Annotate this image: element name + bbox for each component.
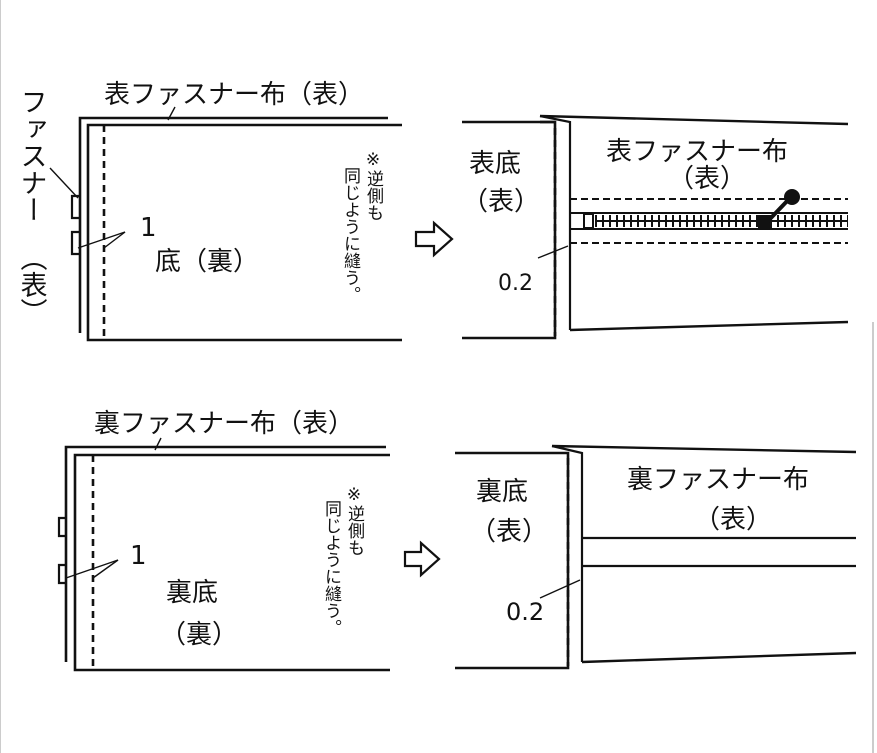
measure-label: 0.2 bbox=[506, 598, 544, 626]
side-label-front: （表） bbox=[16, 244, 48, 325]
panel-top-left: 表ファスナー布（表） 1 底 （裏） ※逆側も 同じように縫う。 ファスナー （… bbox=[16, 80, 402, 342]
step-arrow-bottom-icon bbox=[403, 540, 441, 578]
leader-seam-b bbox=[103, 231, 126, 249]
outer-label: 表ファスナー布（表） bbox=[104, 80, 364, 110]
leader-seam-a bbox=[65, 559, 119, 579]
zipper-fabric-bottom bbox=[581, 651, 857, 664]
bottom-side-label: （裏） bbox=[181, 247, 259, 277]
note-line-1: ※逆側も bbox=[344, 485, 365, 556]
bottom-label: 裏底 bbox=[476, 477, 528, 507]
bottom-side-label: （裏） bbox=[160, 620, 238, 650]
leader-measure bbox=[537, 245, 569, 259]
panel-top-right: 表底 （表） 表ファスナー布 （表） 0.2 bbox=[462, 114, 849, 340]
leader-seam-b bbox=[92, 559, 119, 579]
measure-label: 0.2 bbox=[498, 271, 533, 296]
bottom-fabric-edge bbox=[86, 123, 402, 342]
zipper-tab-upper bbox=[57, 516, 66, 538]
zipper-label: 裏ファスナー布 bbox=[627, 465, 809, 495]
panel-bottom-left: 裏ファスナー布（表） 1 裏底 （裏） ※逆側も 同じように縫う。 bbox=[57, 409, 390, 672]
zipper-label: 表ファスナー布 bbox=[606, 137, 788, 167]
step-arrow-top-icon bbox=[414, 220, 454, 258]
outer-zipper-fabric bbox=[64, 445, 386, 662]
leader-outer-label bbox=[154, 437, 162, 451]
fold-layer bbox=[551, 444, 584, 662]
bottom-label: 底 bbox=[155, 247, 181, 277]
bottom-fabric-edge bbox=[73, 453, 390, 672]
bottom-side-label: （表） bbox=[470, 517, 548, 547]
leader-measure bbox=[539, 579, 581, 599]
leader-seam-a bbox=[77, 231, 126, 249]
panel-bottom-right: 裏底 （表） 裏ファスナー布 （表） 0.2 bbox=[455, 444, 857, 670]
zipper-stop bbox=[583, 213, 594, 229]
fold-layer bbox=[539, 114, 572, 330]
seam-allowance-label: 1 bbox=[140, 213, 157, 243]
zipper-tab-lower bbox=[70, 230, 80, 256]
bottom-side-label: （表） bbox=[462, 187, 540, 217]
outer-zipper-fabric bbox=[78, 116, 388, 333]
bottom-label: 裏底 bbox=[166, 578, 218, 608]
zipper-fabric-bottom bbox=[569, 320, 849, 332]
zipper-side-label: （表） bbox=[694, 505, 772, 535]
zipper-tab-lower bbox=[57, 563, 66, 585]
outer-label: 裏ファスナー布（表） bbox=[94, 409, 354, 439]
leader-outer-label bbox=[167, 106, 176, 121]
zipper-side-label: （表） bbox=[668, 164, 746, 194]
seam-allowance-label: 1 bbox=[130, 541, 147, 571]
note-line-2: 同じように縫う。 bbox=[340, 167, 361, 303]
zipper-fabric-top bbox=[539, 114, 849, 126]
side-label-zipper: ファスナー bbox=[16, 88, 47, 223]
note-line-1: ※逆側も bbox=[363, 150, 384, 221]
zipper-slider-icon bbox=[758, 189, 800, 228]
note-line-2: 同じように縫う。 bbox=[321, 500, 342, 636]
bottom-label: 表底 bbox=[469, 149, 521, 179]
zipper-fabric-top bbox=[551, 444, 857, 454]
leader-zipper bbox=[49, 167, 79, 199]
